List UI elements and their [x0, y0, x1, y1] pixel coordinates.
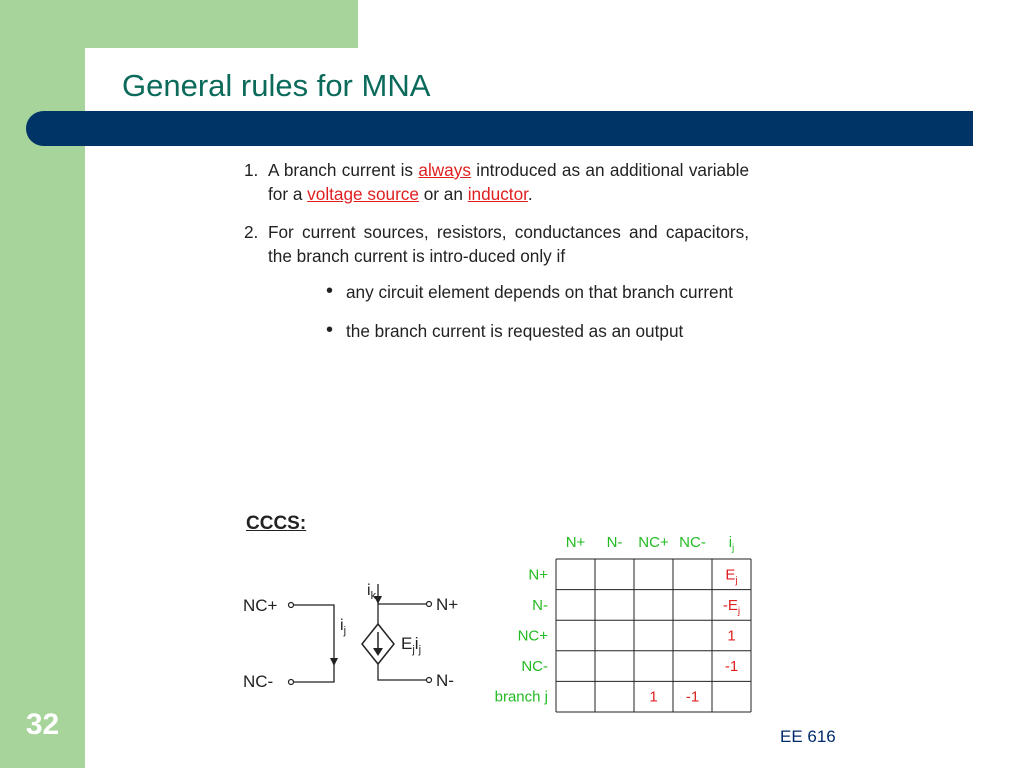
top-decor-bar: [0, 0, 358, 48]
rule-text-part: .: [527, 184, 533, 204]
slide-number: 32: [25, 708, 60, 741]
mna-stamp-table: N+N-NC+NC-ijN+N-NC+NC-branch jEj-Ej1-11-…: [495, 534, 752, 713]
n-minus-label: N-: [436, 671, 454, 690]
bullet-text: any circuit element depends on that bran…: [346, 282, 733, 302]
content-corner: [85, 48, 205, 168]
gain-label: Ejij: [401, 634, 421, 656]
table-row-header: branch j: [495, 689, 548, 706]
table-row-header: N+: [528, 566, 548, 583]
rule-text: A branch current is always introduced as…: [268, 158, 749, 206]
nc-minus-label: NC-: [243, 672, 273, 691]
rule-text-part: For current sources, resistors, conducta…: [268, 222, 749, 266]
n-plus-label: N+: [436, 595, 458, 614]
rule-number: 2.: [244, 222, 259, 242]
rule-emphasis: always: [418, 160, 471, 180]
control-wire: [294, 604, 335, 683]
table-cell: -Ej: [723, 597, 740, 617]
table-cell: -1: [686, 689, 699, 706]
table-cell: 1: [649, 689, 657, 706]
title-band: [26, 111, 973, 146]
nc-plus-terminal: [287, 601, 295, 609]
table-col-header: ij: [729, 534, 735, 554]
output-arrow-icon: [374, 596, 382, 604]
footer-course: EE 616: [780, 727, 836, 746]
table-col-header: NC+: [638, 534, 669, 551]
rule-emphasis: inductor: [467, 184, 528, 204]
table-row-header: N-: [532, 597, 548, 614]
slide-title: General rules for MNA: [122, 68, 431, 103]
table-col-header: N-: [607, 534, 623, 551]
control-current-label: ij: [340, 617, 346, 637]
output-current-label: ik: [367, 582, 377, 602]
nc-plus-label: NC+: [243, 596, 278, 615]
table-col-header: NC-: [679, 534, 706, 551]
rule-2: 2. For current sources, resistors, condu…: [244, 220, 749, 268]
n-minus-wire: [377, 664, 426, 681]
source-arrow-icon: [373, 648, 383, 656]
n-plus-terminal: [425, 600, 433, 608]
list-item: • any circuit element depends on that br…: [326, 280, 749, 304]
rule-text-part: introduced as an additional variable for…: [268, 160, 750, 204]
n-minus-terminal: [425, 676, 433, 684]
table-row-header: NC+: [518, 628, 549, 645]
list-item: • the branch current is requested as an …: [326, 319, 749, 343]
table-cell: 1: [727, 628, 735, 645]
cccs-heading: CCCS:: [246, 513, 307, 534]
cccs-circuit-diagram: NC+ NC- ij ik Ejij N+ N-: [243, 582, 458, 691]
rule-text-part: or an: [418, 184, 468, 204]
rule-number: 1.: [244, 160, 259, 180]
rules-list: 1. A branch current is always introduced…: [244, 158, 749, 358]
rule-emphasis: voltage source: [307, 184, 419, 204]
control-arrow-icon: [330, 658, 338, 666]
bullet-text: the branch current is requested as an ou…: [346, 321, 684, 341]
table-col-header: N+: [566, 534, 586, 551]
sub-bullet-list: • any circuit element depends on that br…: [326, 280, 749, 343]
table-cell: Ej: [725, 566, 737, 586]
bullet-icon: •: [326, 280, 334, 302]
rule-1: 1. A branch current is always introduced…: [244, 158, 749, 206]
nc-minus-terminal: [287, 678, 295, 686]
rule-text-part: A branch current is: [268, 160, 419, 180]
bullet-icon: •: [326, 319, 334, 341]
table-cell: -1: [725, 658, 738, 675]
table-row-header: NC-: [521, 658, 548, 675]
rule-text: For current sources, resistors, conducta…: [268, 220, 749, 268]
